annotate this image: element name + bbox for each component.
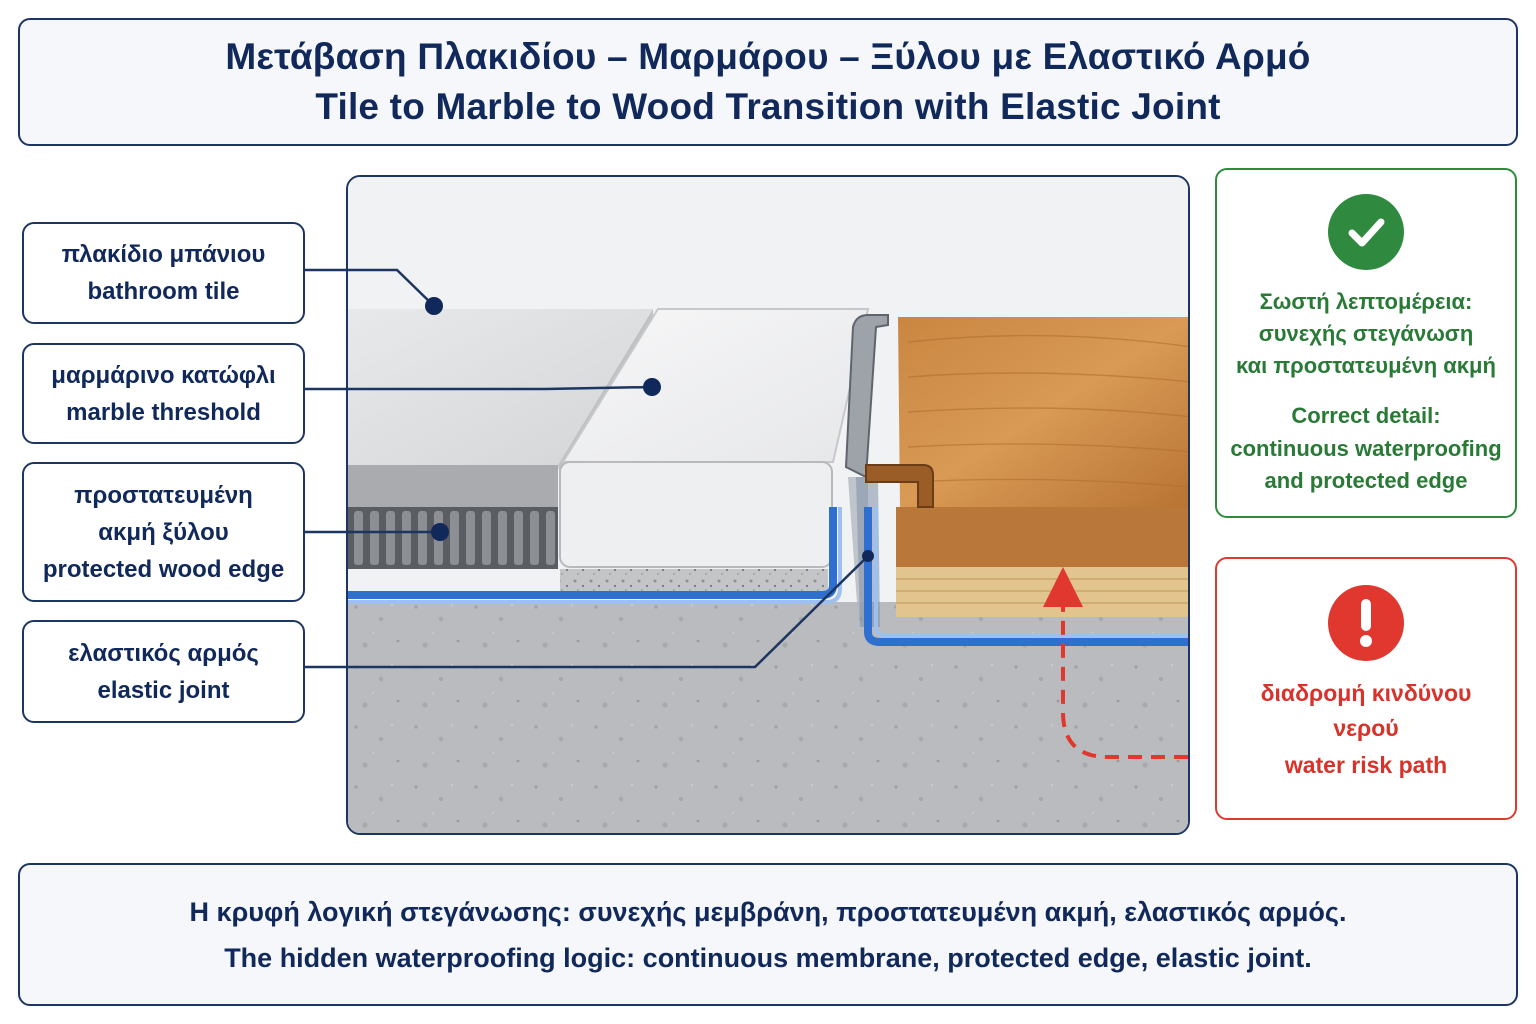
- title-english: Tile to Marble to Wood Transition with E…: [315, 86, 1221, 127]
- water-risk-note: διαδρομή κινδύνου νερού water risk path: [1215, 557, 1517, 820]
- label-marble-threshold: μαρμάρινο κατώφλι marble threshold: [22, 343, 305, 444]
- correct-detail-greek-2: συνεχής στεγάνωση: [1258, 321, 1474, 346]
- label-bathroom-tile-greek: πλακίδιο μπάνιου: [61, 241, 266, 268]
- wood-floor-top: [898, 317, 1188, 507]
- plywood-underlay: [896, 567, 1188, 617]
- title-greek: Μετάβαση Πλακιδίου – Μαρμάρου – Ξύλου με…: [225, 36, 1311, 77]
- wood-front-edge: [896, 507, 1188, 567]
- metal-edge-profile: [844, 314, 889, 479]
- label-marble-threshold-greek: μαρμάρινο κατώφλι: [51, 361, 276, 389]
- cross-section-illustration: [346, 175, 1190, 835]
- label-protected-wood-edge-greek-1: προστατευμένη: [74, 481, 253, 509]
- marble-threshold-top: [561, 308, 870, 463]
- label-marble-threshold-english: marble threshold: [66, 398, 261, 426]
- footer-panel: Η κρυφή λογική στεγάνωσης: συνεχής μεμβρ…: [18, 863, 1518, 1006]
- water-risk-english: water risk path: [1284, 752, 1448, 778]
- protected-edge-profile: [865, 464, 934, 508]
- water-risk-path-arrow: [1043, 567, 1188, 759]
- correct-detail-english-3: and protected edge: [1264, 468, 1468, 493]
- check-icon: [1328, 194, 1404, 270]
- footer-greek: Η κρυφή λογική στεγάνωσης: συνεχής μεμβρ…: [189, 896, 1347, 927]
- correct-detail-english-1: Correct detail:: [1291, 403, 1441, 428]
- label-elastic-joint-greek: ελαστικός αρμός: [68, 639, 259, 667]
- cross-section-svg: [348, 177, 1188, 833]
- correct-detail-english-2: continuous waterproofing: [1230, 436, 1502, 461]
- label-elastic-joint-english: elastic joint: [97, 676, 230, 704]
- label-bathroom-tile-english: bathroom tile: [87, 278, 240, 305]
- title-panel: Μετάβαση Πλακιδίου – Μαρμάρου – Ξύλου με…: [18, 18, 1518, 146]
- label-protected-wood-edge: προστατευμένη ακμή ξύλου protected wood …: [22, 462, 305, 602]
- water-risk-greek-2: νερού: [1333, 715, 1399, 741]
- correct-detail-greek-1: Σωστή λεπτομέρεια:: [1259, 289, 1473, 314]
- exclamation-icon: [1328, 585, 1404, 661]
- correct-detail-greek-3: και προστατευμένη ακμή: [1236, 353, 1496, 378]
- label-protected-wood-edge-english: protected wood edge: [42, 555, 285, 583]
- label-protected-wood-edge-greek-2: ακμή ξύλου: [98, 518, 229, 546]
- label-elastic-joint: ελαστικός αρμός elastic joint: [22, 620, 305, 723]
- marble-threshold-front: [559, 461, 833, 568]
- water-risk-greek-1: διαδρομή κινδύνου: [1260, 680, 1472, 706]
- footer-english: The hidden waterproofing logic: continuo…: [224, 942, 1312, 973]
- correct-detail-note: Σωστή λεπτομέρεια: συνεχής στεγάνωση και…: [1215, 168, 1517, 518]
- label-bathroom-tile: πλακίδιο μπάνιου bathroom tile: [22, 222, 305, 324]
